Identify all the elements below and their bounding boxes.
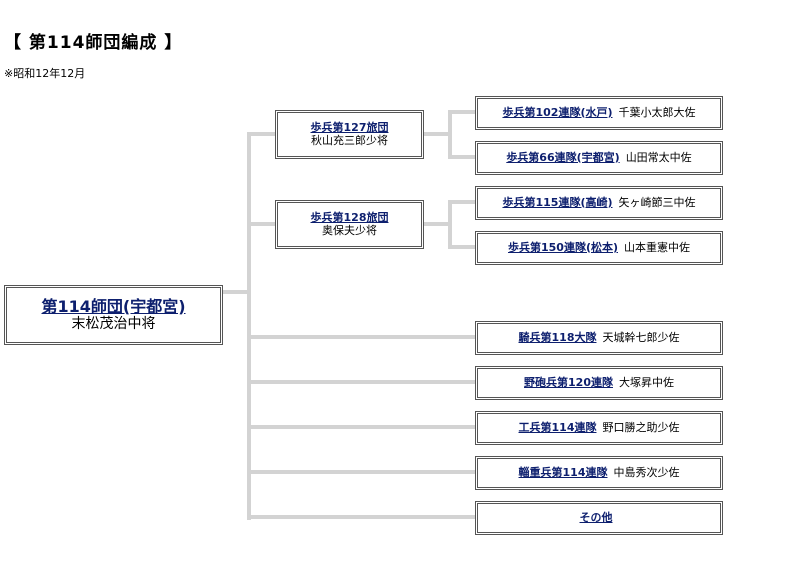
unit-box: 歩兵第102連隊(水戸) 千葉小太郎大佐 [475,96,723,130]
connector-b1-u1 [448,110,475,114]
brigade-link[interactable]: 歩兵第127旅団 [310,120,389,134]
connector-brigade2 [247,222,275,226]
connector-unit8 [247,470,475,474]
division-link[interactable]: 第114師団(宇都宮) [41,296,186,316]
unit-link[interactable]: その他 [579,510,613,524]
connector-unit6 [247,380,475,384]
brigade-box: 歩兵第128旅団 奥保夫少将 [275,200,424,249]
unit-commander: 山田常太中佐 [625,150,692,164]
connector-b1-u2 [448,155,475,159]
unit-box: 歩兵第150連隊(松本) 山本重憲中佐 [475,231,723,265]
brigade-commander: 秋山充三郎少将 [311,133,388,147]
connector-b2-out [424,222,450,226]
connector-b2-u1 [448,200,475,204]
connector-unit5 [247,335,475,339]
connector-b1-trunk [448,110,452,158]
connector-b2-trunk [448,200,452,248]
unit-box: 輜重兵第114連隊 中島秀次少佐 [475,456,723,490]
brigade-box: 歩兵第127旅団 秋山充三郎少将 [275,110,424,159]
unit-box: 騎兵第118大隊 天城幹七郎少佐 [475,321,723,355]
brigade-link[interactable]: 歩兵第128旅団 [310,210,389,224]
unit-commander: 野口勝之助少佐 [602,420,680,434]
connector-brigade1 [247,132,275,136]
connector-b1-out [424,132,450,136]
unit-commander: 矢ヶ崎節三中佐 [618,195,696,209]
connector-unit7 [247,425,475,429]
unit-commander: 中島秀次少佐 [613,465,680,479]
date-note: ※昭和12年12月 [4,67,86,80]
connector-unit9 [247,515,475,519]
unit-box: その他 [475,501,723,535]
unit-link[interactable]: 歩兵第102連隊(水戸) [502,105,613,119]
unit-box: 歩兵第115連隊(高崎) 矢ヶ崎節三中佐 [475,186,723,220]
division-box: 第114師団(宇都宮) 末松茂治中将 [4,285,223,345]
unit-link[interactable]: 騎兵第118大隊 [518,330,597,344]
page-title: 【 第114師団編成 】 [4,33,183,53]
unit-box: 野砲兵第120連隊 大塚昇中佐 [475,366,723,400]
unit-link[interactable]: 輜重兵第114連隊 [518,465,608,479]
unit-link[interactable]: 歩兵第66連隊(宇都宮) [506,150,620,164]
connector-trunk [247,132,251,520]
connector-b2-u2 [448,245,475,249]
unit-commander: 天城幹七郎少佐 [602,330,680,344]
unit-box: 工兵第114連隊 野口勝之助少佐 [475,411,723,445]
unit-link[interactable]: 歩兵第115連隊(高崎) [502,195,613,209]
unit-commander: 千葉小太郎大佐 [618,105,696,119]
unit-link[interactable]: 工兵第114連隊 [518,420,597,434]
brigade-commander: 奥保夫少将 [322,223,377,237]
unit-commander: 大塚昇中佐 [618,375,674,389]
unit-link[interactable]: 歩兵第150連隊(松本) [507,240,618,254]
unit-link[interactable]: 野砲兵第120連隊 [524,375,613,389]
unit-commander: 山本重憲中佐 [624,240,690,254]
unit-box: 歩兵第66連隊(宇都宮) 山田常太中佐 [475,141,723,175]
division-commander: 末松茂治中将 [71,316,156,333]
connector-division [223,290,249,294]
